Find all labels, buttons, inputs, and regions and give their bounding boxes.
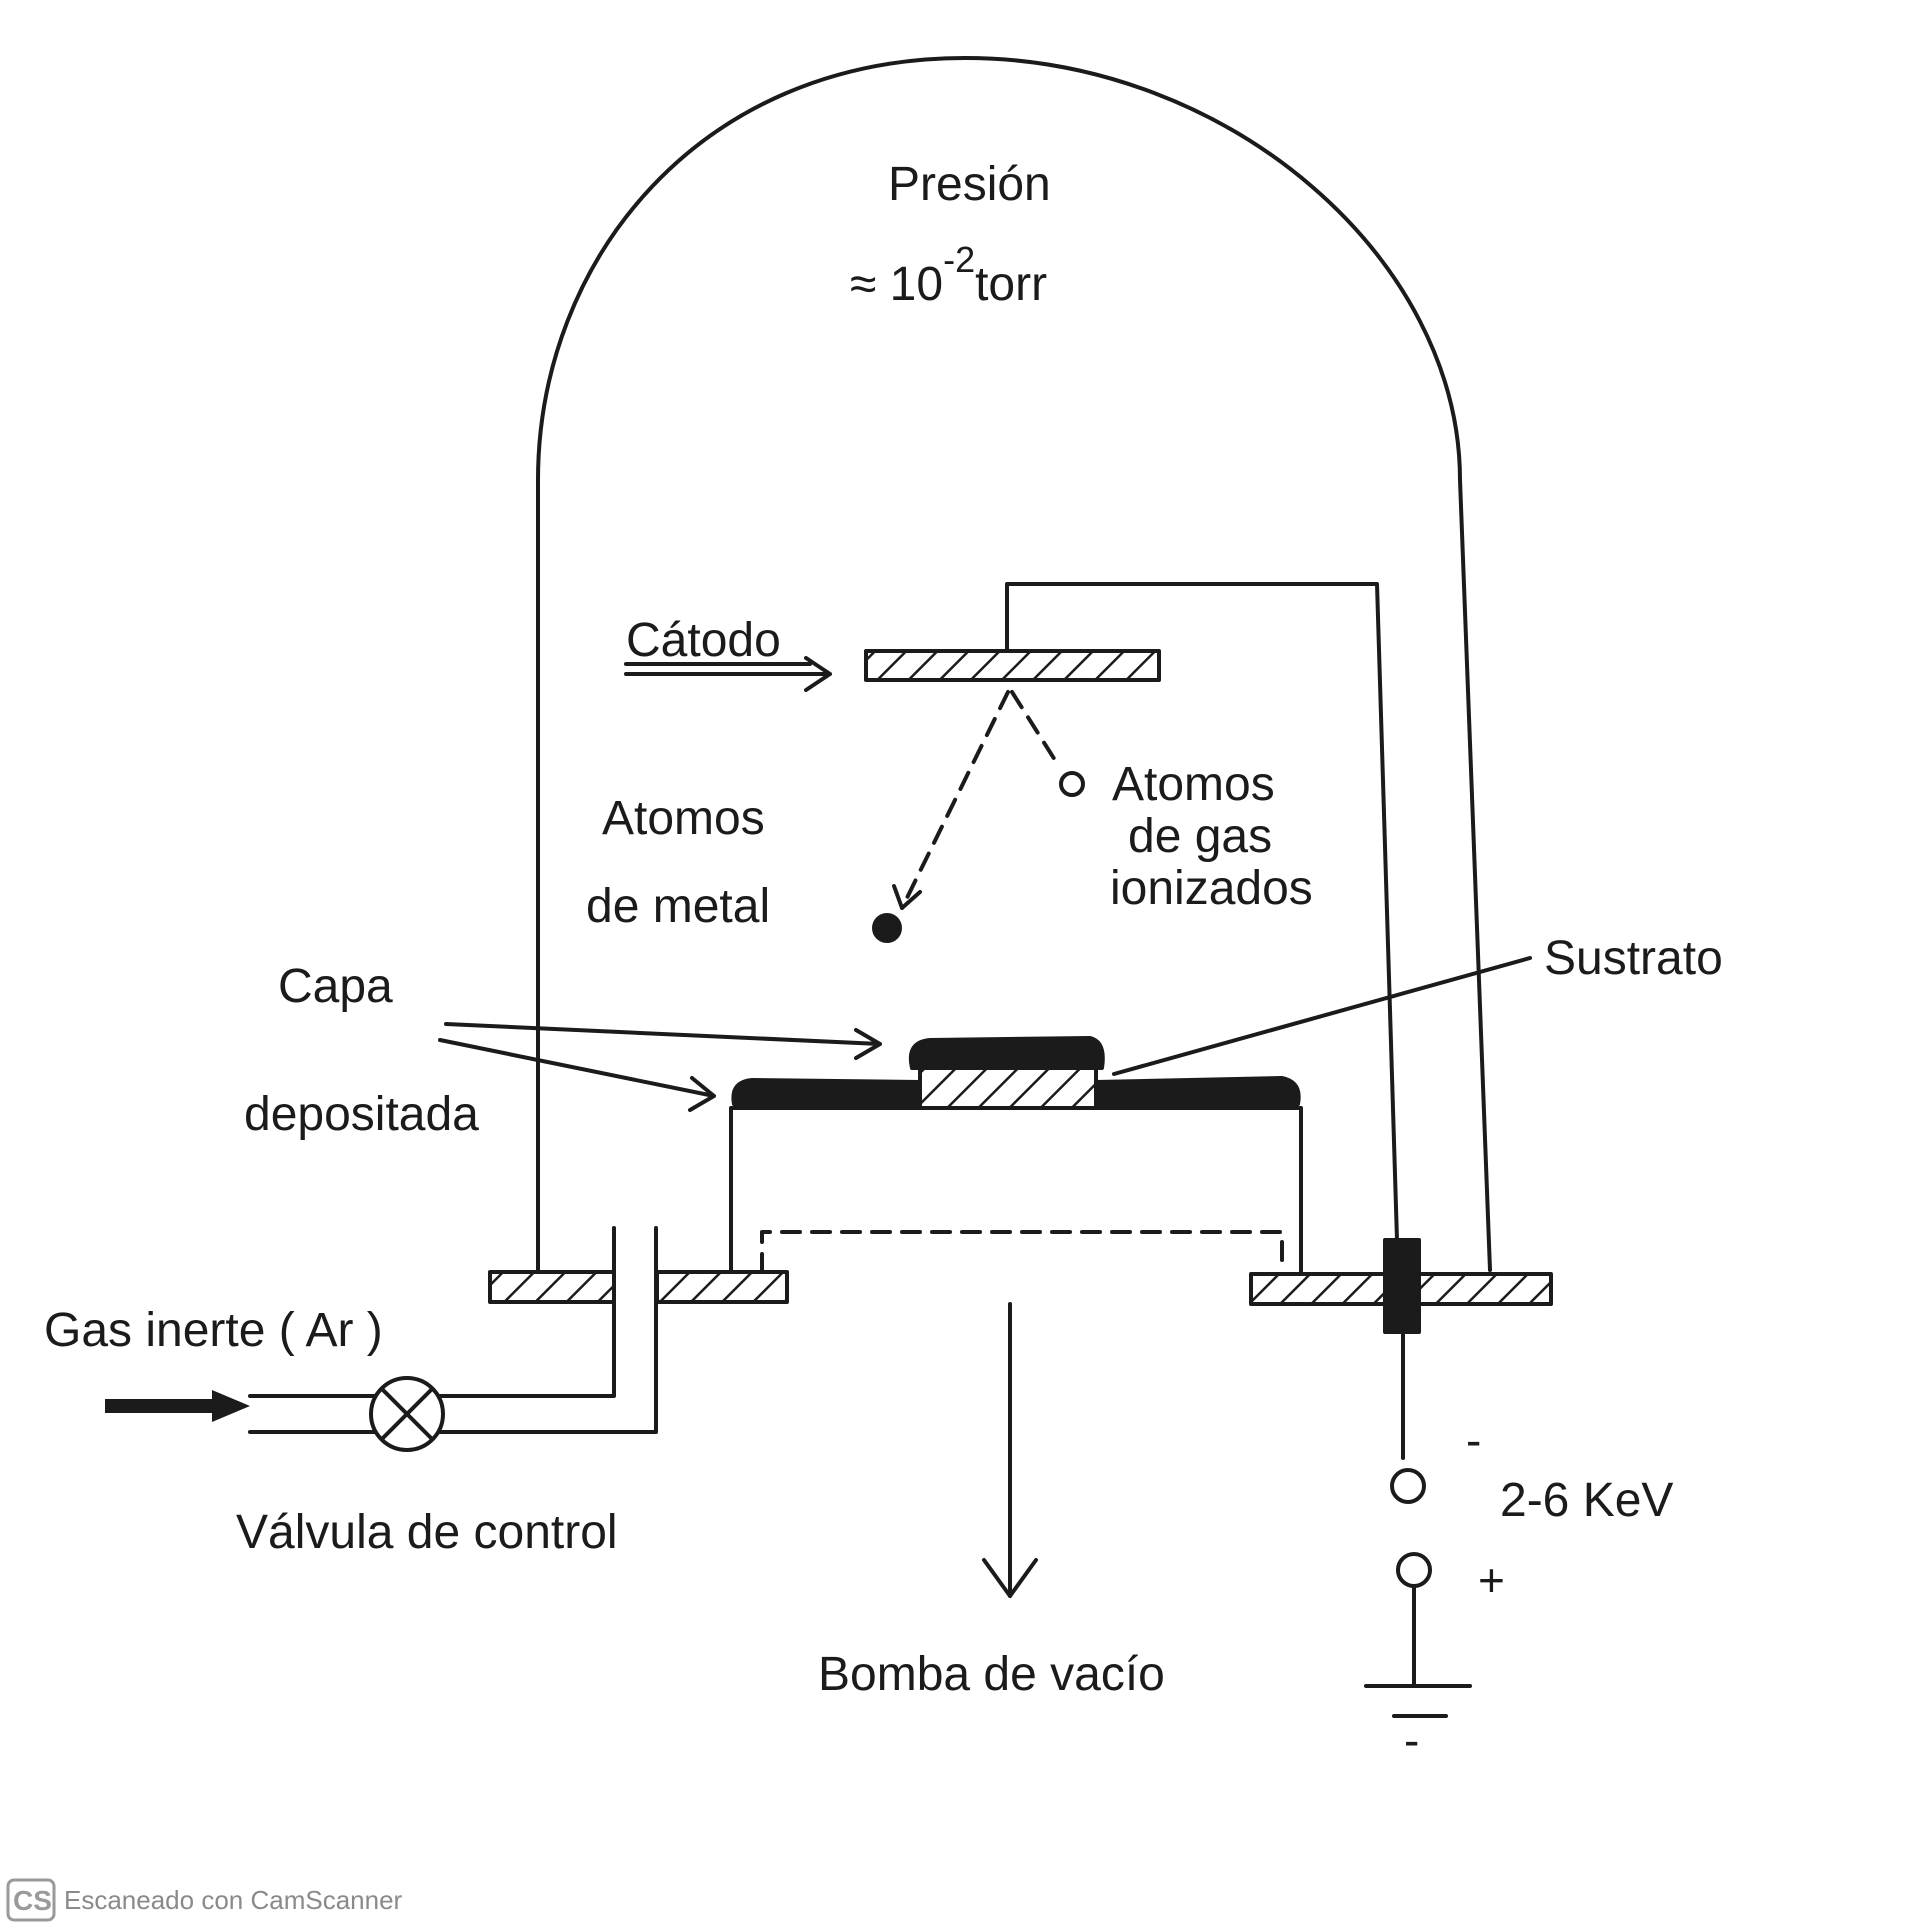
voltage-label: 2-6 KeV [1500, 1474, 1673, 1527]
metal-atom-icon [872, 913, 902, 943]
feedthrough-insulator [1383, 1238, 1421, 1334]
cathode-label-arrow [624, 656, 832, 692]
layer-arrow-upper [444, 1022, 882, 1060]
ionized-atoms-label-line1: Atomos [1112, 758, 1275, 811]
cathode-wire [1005, 582, 1399, 1242]
terminal-negative-icon [1390, 1468, 1426, 1504]
substrate-block [918, 1066, 1098, 1110]
metal-atom-trajectory [900, 690, 1010, 910]
deposited-layer-left [731, 1078, 922, 1108]
minus-sign: - [1466, 1414, 1481, 1466]
camscanner-text: Escaneado con CamScanner [64, 1885, 403, 1915]
deposited-layer-label-line1: Capa [278, 960, 393, 1013]
pressure-exponent: -2 [943, 239, 975, 280]
control-valve-label: Válvula de control [236, 1506, 618, 1559]
deposited-layer-right [1094, 1076, 1301, 1108]
deposited-layer-label-line2: depositada [244, 1088, 479, 1141]
gas-inlet-pipe-outer [438, 1226, 658, 1434]
cathode-label: Cátodo [626, 614, 781, 667]
deposited-layer-top [908, 1036, 1105, 1070]
pressure-title: Presión [888, 158, 1051, 211]
cathode-plate [864, 649, 1161, 682]
ground-minus-sign: - [1404, 1714, 1419, 1766]
metal-atoms-label-line2: de metal [586, 880, 770, 933]
ionized-gas-atom-icon [1059, 771, 1085, 797]
substrate-label: Sustrato [1544, 932, 1723, 985]
camscanner-logo-icon [6, 1878, 56, 1922]
substrate-leader-line [1112, 956, 1532, 1076]
metal-atoms-label-line1: Atomos [602, 792, 765, 845]
ionized-atoms-label-line2: de gas [1128, 810, 1272, 863]
inert-gas-label: Gas inerte ( Ar ) [44, 1304, 383, 1357]
bell-jar-dome [536, 56, 1492, 1272]
vacuum-pump-label: Bomba de vacío [818, 1648, 1165, 1701]
base-plate-left-outer [488, 1270, 616, 1304]
base-plate-left-inner [655, 1270, 789, 1304]
pressure-unit: torr [975, 258, 1047, 311]
ion-trajectory [1010, 690, 1062, 770]
plus-sign: + [1478, 1554, 1505, 1606]
ionized-atoms-label-line3: ionizados [1110, 862, 1313, 915]
pressure-value: ≈ 10-2torr [850, 239, 1047, 311]
gas-inlet-pipe-inner [438, 1226, 616, 1398]
substrate-support [729, 1106, 1303, 1274]
layer-arrow-lower [438, 1038, 716, 1112]
camscanner-logo-text: CS [13, 1885, 52, 1916]
terminal-positive-icon [1396, 1552, 1432, 1588]
pressure-prefix: ≈ 10 [850, 258, 943, 311]
pump-port-dashed [760, 1230, 1284, 1274]
camscanner-watermark: CS Escaneado con CamScanner [6, 1878, 403, 1922]
control-valve-icon [369, 1376, 445, 1452]
